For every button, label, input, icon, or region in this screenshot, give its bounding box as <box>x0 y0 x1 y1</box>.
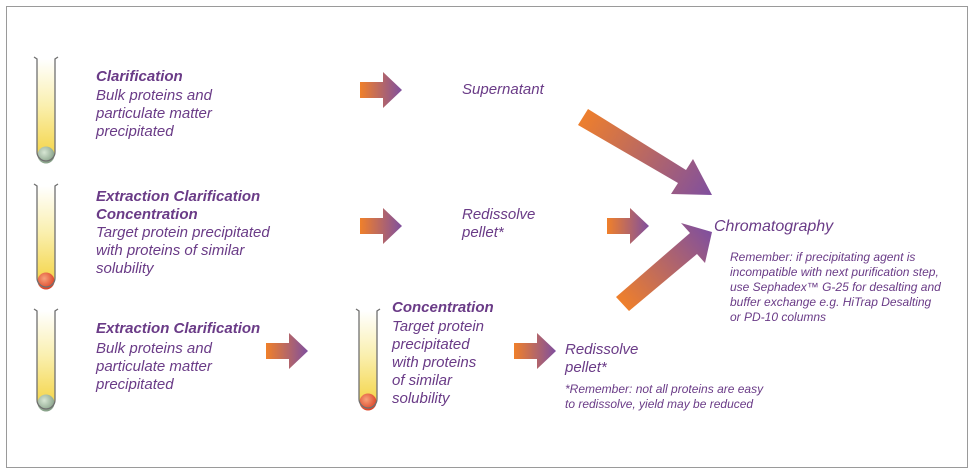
test-tube-clarification <box>33 56 59 164</box>
step-clarification-desc: Bulk proteins and particulate matter pre… <box>96 87 212 140</box>
redissolve-pellet-mid: Redissolve pellet* <box>462 206 536 241</box>
arrow-to-supernatant <box>360 72 402 108</box>
arrow-supernatant-to-chromatography <box>578 109 712 195</box>
chromatography-note: Remember: if precipitating agent is inco… <box>730 250 941 324</box>
step-extraction-clarification-title: Extraction Clarification <box>96 320 261 337</box>
step-extraction-concentration-desc: Target protein precipitated with protein… <box>96 224 270 277</box>
step-extraction-concentration-title: Extraction Clarification Concentration <box>96 188 261 223</box>
chromatography-label: Chromatography <box>714 218 834 235</box>
step-extraction-clarification-desc: Bulk proteins and particulate matter pre… <box>96 340 212 393</box>
arrow-to-redissolve-mid <box>360 208 402 244</box>
arrow-to-chromatography-mid <box>607 208 649 244</box>
redissolve-pellet-bottom: Redissolve pellet* <box>565 341 639 376</box>
test-tube-extraction-clarification <box>33 308 59 412</box>
test-tube-extraction-concentration <box>33 183 59 290</box>
arrow-to-concentration <box>266 333 308 369</box>
diagram-frame <box>6 6 968 468</box>
arrow-bottom-to-chromatography <box>616 223 712 311</box>
step-concentration-desc: Target protein precipitated with protein… <box>392 318 485 407</box>
test-tube-concentration <box>355 308 381 411</box>
supernatant-label: Supernatant <box>462 81 544 98</box>
redissolve-note: *Remember: not all proteins are easy to … <box>565 382 764 411</box>
step-concentration-title: Concentration <box>392 299 494 316</box>
arrow-to-redissolve-bottom <box>514 333 556 369</box>
step-clarification-title: Clarification <box>96 68 183 85</box>
